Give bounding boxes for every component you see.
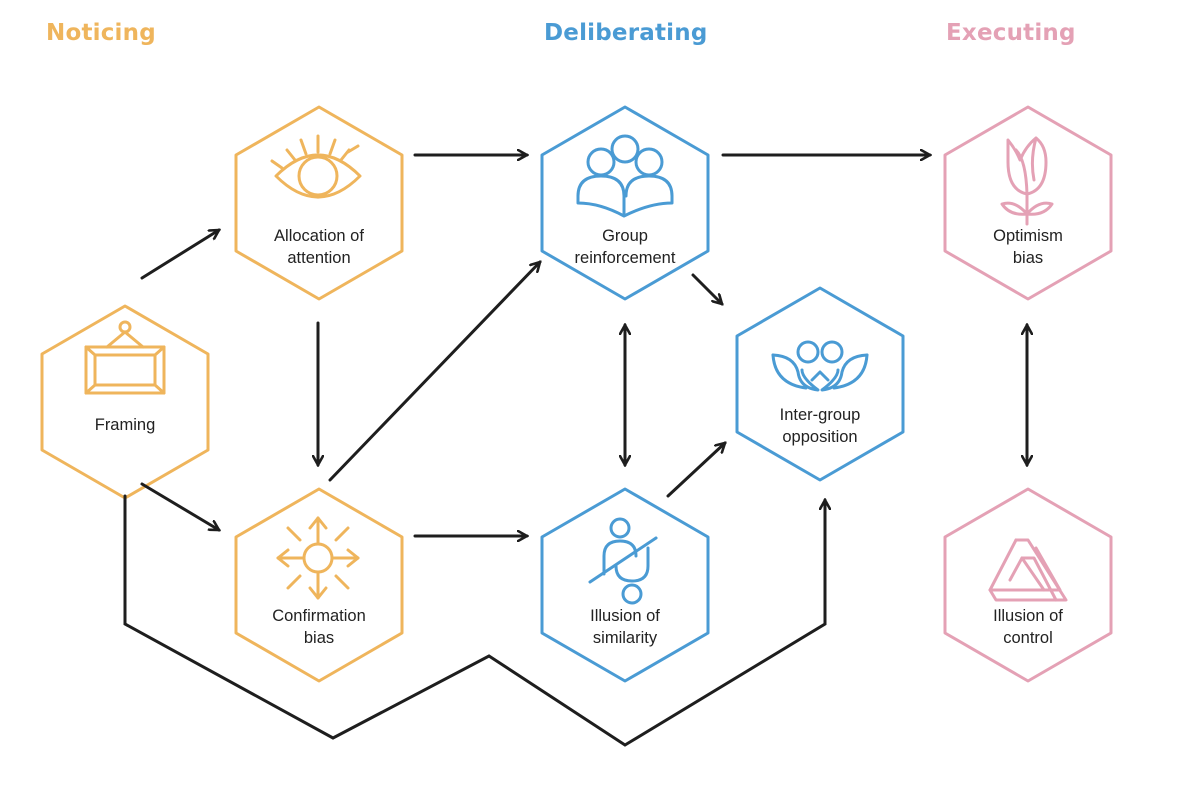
focus-burst-icon: [276, 516, 360, 600]
node-label-intergroup: Inter-group opposition: [779, 406, 861, 446]
group-people-icon: [576, 134, 674, 218]
hexagon-framing: [40, 304, 210, 500]
hexagon-intergroup: [735, 286, 905, 482]
hexagon-optimism: [943, 105, 1113, 301]
rose-icon: [1000, 136, 1054, 226]
arrow-group-to-intergroup: [691, 273, 722, 304]
hexagon-allocation: [234, 105, 404, 301]
arrow-framing-to-confirmation: [140, 482, 219, 532]
picture-frame-icon: [84, 320, 166, 395]
phase-title-deliberating: Deliberating: [544, 20, 708, 46]
phase-title-noticing: Noticing: [46, 20, 156, 46]
arrow-confirmation-to-group: [328, 262, 540, 482]
hexagon-similarity: [540, 487, 710, 683]
node-label-confirmation: Confirmation bias: [272, 607, 366, 647]
node-label-group: Group reinforcement: [574, 227, 676, 267]
arrow-framing-to-intergroup: [123, 494, 825, 747]
similar-figures-icon: [588, 517, 658, 605]
node-label-optimism: Optimism bias: [993, 227, 1063, 267]
node-label-framing: Framing: [94, 416, 156, 434]
hexagon-group: [540, 105, 710, 301]
hexagon-control: [943, 487, 1113, 683]
arrow-framing-to-allocation: [140, 228, 219, 280]
node-label-control: Illusion of control: [993, 607, 1063, 647]
opposing-groups-icon: [771, 340, 869, 392]
node-label-similarity: Illusion of similarity: [590, 607, 660, 647]
impossible-triangle-icon: [988, 538, 1068, 602]
phase-title-executing: Executing: [946, 20, 1076, 46]
node-label-allocation: Allocation of attention: [274, 227, 364, 267]
hexagon-confirmation: [234, 487, 404, 683]
arrow-similarity-to-intergroup: [666, 443, 725, 498]
eye-icon: [270, 134, 362, 199]
